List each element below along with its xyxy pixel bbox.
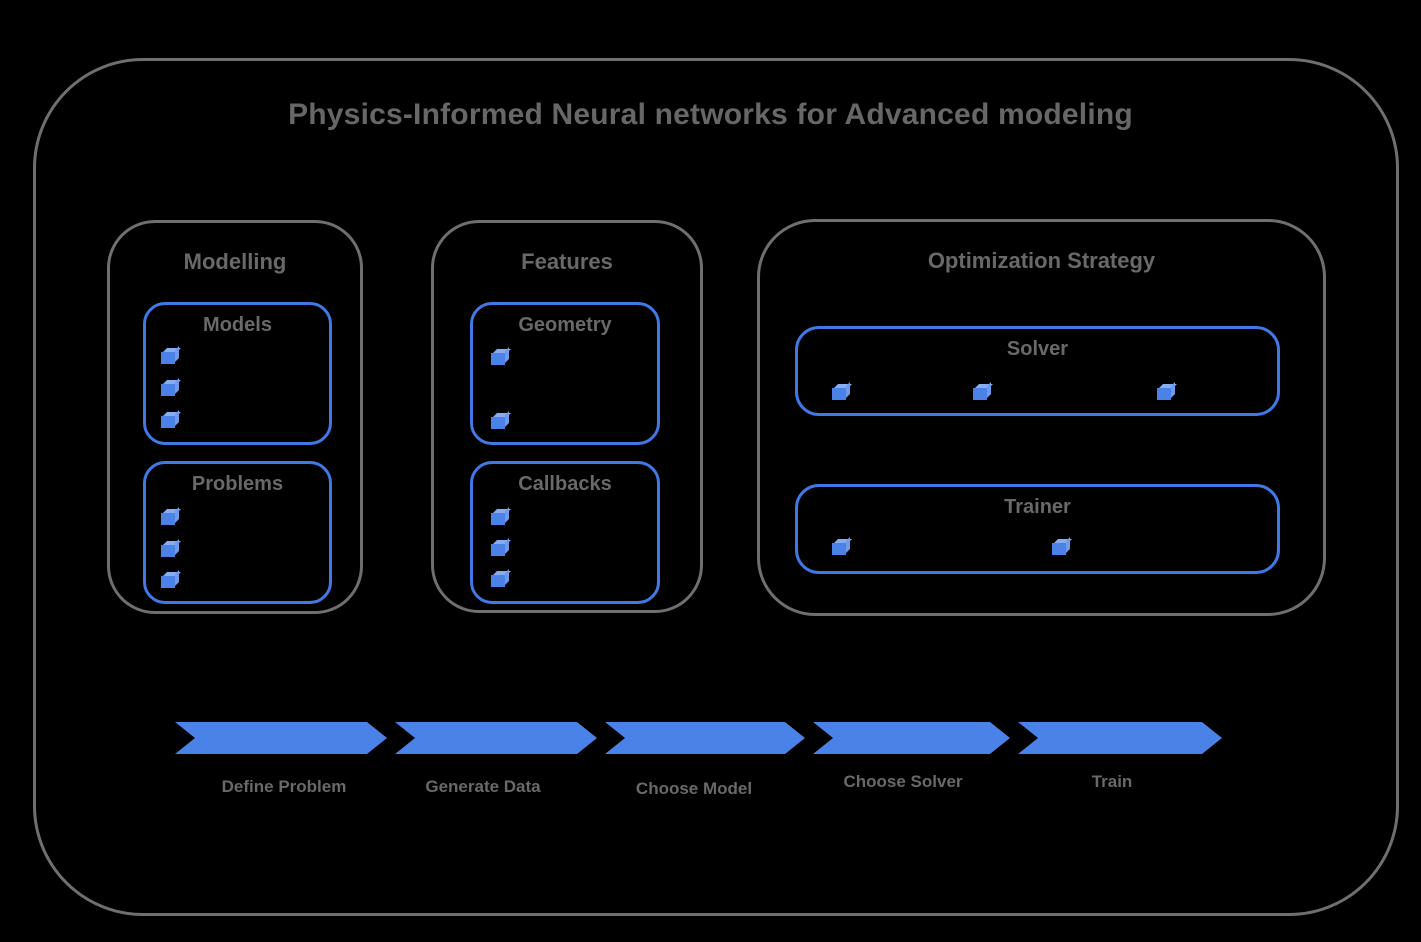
cube-icon bbox=[491, 513, 505, 525]
cube-icon bbox=[491, 575, 505, 587]
arrow-segment-icon bbox=[605, 722, 805, 754]
cube-icon bbox=[973, 388, 987, 400]
pipeline-step-define-problem: Define Problem bbox=[221, 777, 347, 796]
cube-icon bbox=[832, 388, 846, 400]
cube-icon bbox=[161, 513, 175, 525]
group-modelling: Modelling Models Problems bbox=[107, 220, 363, 614]
group-modelling-label: Modelling bbox=[183, 249, 287, 274]
panel-problems-label: Problems bbox=[191, 473, 284, 495]
panel-callbacks-label: Callbacks bbox=[518, 473, 612, 495]
pipeline-step-train: Train bbox=[1091, 772, 1133, 791]
panel-geometry: Geometry bbox=[470, 302, 660, 445]
group-features-label: Features bbox=[521, 249, 613, 274]
cube-icon bbox=[491, 417, 505, 429]
diagram-title: Physics-Informed Neural networks for Adv… bbox=[288, 98, 1133, 131]
panel-solver: Solver bbox=[795, 326, 1280, 416]
cube-icon bbox=[1157, 388, 1171, 400]
pipeline-step-choose-solver: Choose Solver bbox=[843, 772, 963, 791]
cube-icon bbox=[161, 384, 175, 396]
panel-models-label: Models bbox=[203, 314, 272, 336]
panel-trainer: Trainer bbox=[795, 484, 1280, 574]
diagram-frame bbox=[33, 58, 1399, 916]
cube-icon bbox=[161, 352, 175, 364]
pipeline-step-choose-model: Choose Model bbox=[635, 779, 753, 798]
cube-icon bbox=[161, 545, 175, 557]
arrow-segment-icon bbox=[813, 722, 1010, 754]
panel-geometry-label: Geometry bbox=[518, 314, 612, 336]
pipeline-step-generate-data: Generate Data bbox=[425, 777, 541, 796]
cube-icon bbox=[832, 543, 846, 555]
cube-icon bbox=[161, 416, 175, 428]
group-features: Features Geometry Callbacks bbox=[431, 220, 703, 613]
panel-problems: Problems bbox=[143, 461, 332, 604]
panel-trainer-label: Trainer bbox=[1004, 496, 1071, 518]
group-optimization-strategy-label: Optimization Strategy bbox=[927, 248, 1156, 273]
cube-icon bbox=[161, 576, 175, 588]
group-optimization-strategy: Optimization Strategy Solver Trainer bbox=[757, 219, 1326, 616]
panel-models: Models bbox=[143, 302, 332, 445]
pipeline-arrow: Define Problem Generate Data Choose Mode… bbox=[175, 722, 1222, 812]
cube-icon bbox=[491, 353, 505, 365]
arrow-segment-icon bbox=[175, 722, 387, 754]
arrow-segment-icon bbox=[395, 722, 597, 754]
arrow-head-icon bbox=[1018, 722, 1222, 754]
panel-callbacks: Callbacks bbox=[470, 461, 660, 604]
panel-solver-label: Solver bbox=[1006, 338, 1069, 360]
cube-icon bbox=[1052, 543, 1066, 555]
cube-icon bbox=[491, 544, 505, 556]
